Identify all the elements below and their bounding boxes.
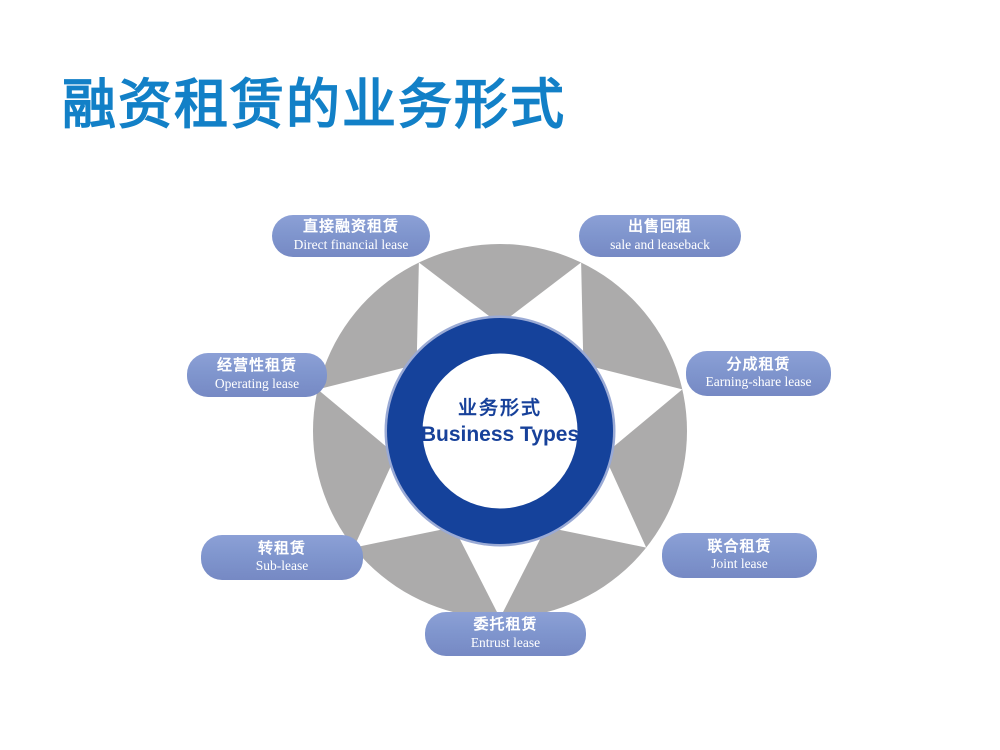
node-label-en: Operating lease	[214, 375, 300, 391]
node-label-en: Joint lease	[711, 556, 768, 572]
node-label-en: sale and leaseback	[610, 236, 710, 252]
node-label-zh: 出售回租	[627, 218, 692, 236]
node-operating-lease: 经营性租赁 Operating lease	[187, 353, 327, 397]
node-label-zh: 联合租赁	[707, 537, 772, 555]
node-label-en: Direct financial lease	[293, 236, 409, 252]
slide-title: 融资租赁的业务形式	[62, 75, 566, 135]
node-label-zh: 分成租赁	[726, 355, 791, 373]
node-entrust-lease: 委托租赁 Entrust lease	[425, 612, 586, 656]
node-joint-lease: 联合租赁 Joint lease	[662, 533, 817, 578]
node-direct-financial-lease: 直接融资租赁 Direct financial lease	[272, 215, 430, 257]
node-label-en: Sub-lease	[255, 558, 309, 574]
node-label-en: Entrust lease	[470, 634, 541, 650]
node-sale-and-leaseback: 出售回租 sale and leaseback	[579, 215, 741, 257]
node-label-zh: 委托租赁	[473, 616, 538, 634]
node-earning-share-lease: 分成租赁 Earning-share lease	[686, 351, 831, 396]
node-sub-lease: 转租赁 Sub-lease	[201, 535, 363, 580]
node-label-zh: 经营性租赁	[216, 357, 297, 375]
node-label-zh: 转租赁	[257, 539, 306, 557]
node-label-zh: 直接融资租赁	[302, 218, 399, 236]
node-label-en: Earning-share lease	[705, 374, 812, 390]
center-hub	[422, 353, 578, 509]
